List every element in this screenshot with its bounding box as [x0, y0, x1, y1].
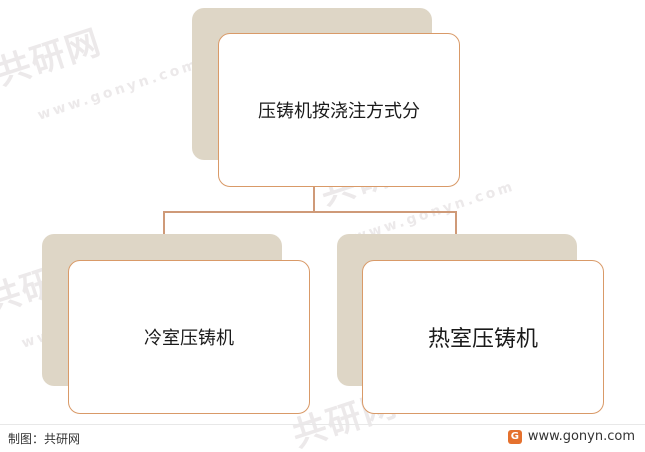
site-url: www.gonyn.com: [527, 429, 635, 444]
root-node: 压铸机按浇注方式分: [218, 33, 460, 187]
connector-root-stem: [313, 187, 315, 211]
connector-horizontal: [163, 211, 456, 213]
site-link[interactable]: G www.gonyn.com: [507, 429, 635, 444]
child-node-label: 热室压铸机: [427, 327, 538, 352]
watermark-url: www.gonyn.com: [35, 56, 202, 124]
child-node-label: 冷室压铸机: [144, 328, 234, 349]
child-node-hot-chamber: 热室压铸机: [362, 260, 604, 414]
watermark-brand: 共研网: [0, 22, 107, 94]
connector-right-drop: [455, 211, 457, 235]
footer-divider: [0, 424, 645, 425]
child-node-cold-chamber: 冷室压铸机: [68, 260, 310, 414]
root-node-label: 压铸机按浇注方式分: [258, 101, 420, 122]
logo-icon: G: [507, 429, 522, 444]
source-note: 制图：共研网: [8, 432, 81, 446]
connector-left-drop: [163, 211, 165, 235]
